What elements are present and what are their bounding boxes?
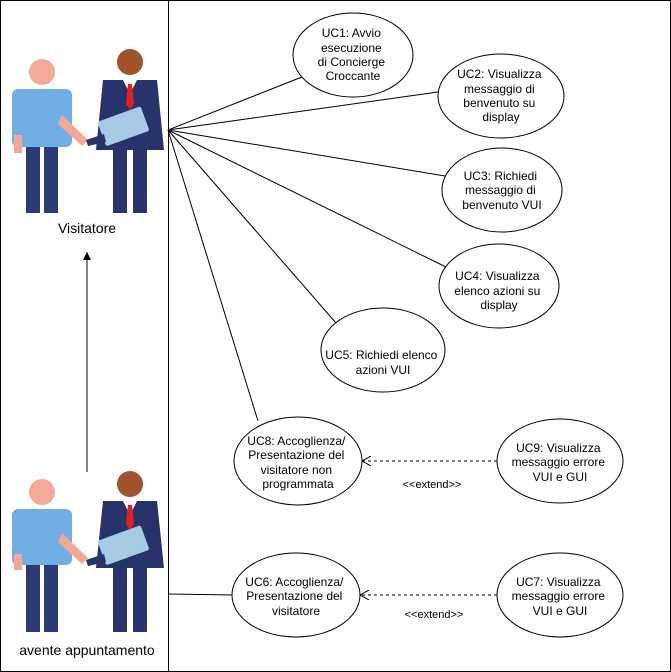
use-case-uc8[interactable] — [233, 416, 363, 506]
extend-label-2: <<extend>> — [405, 609, 464, 621]
use-case-uc8-label: UC8: Accoglienza/ Presentazione del visi… — [247, 434, 348, 491]
use-case-uc1-label: UC1: Avvio esecuzione di Concierge Crocc… — [318, 26, 389, 83]
use-case-uc7[interactable] — [496, 552, 624, 638]
use-case-uc4[interactable] — [438, 243, 560, 329]
actor-avente-appuntamento[interactable]: avente appuntamento — [12, 471, 164, 658]
use-case-uc2[interactable] — [437, 53, 565, 139]
use-case-uc6[interactable] — [231, 552, 361, 638]
extend-label-1: <<extend>> — [403, 479, 462, 491]
actor-visitatore[interactable]: Visitatore — [12, 49, 164, 236]
use-case-uc5-label: UC5: Richiedi elenco azioni VUI — [325, 348, 440, 377]
use-case-uc4-label: UC4: Visualizza elenco azioni su display — [454, 269, 543, 312]
use-case-uc9[interactable] — [496, 418, 624, 504]
use-case-uc2-label: UC2: Visualizza messaggio di benvenuto s… — [457, 67, 545, 124]
casual-person-icon — [12, 479, 88, 632]
use-case-uc1[interactable] — [292, 12, 414, 98]
use-case-uc3[interactable] — [441, 147, 563, 233]
use-case-uc6-label: UC6: Accoglienza/ Presentazione del visi… — [245, 575, 346, 618]
use-case-uc9-label: UC9: Visualizza messaggio errore VUI e G… — [512, 441, 609, 484]
business-person-icon — [86, 49, 164, 213]
use-case-uc5[interactable] — [320, 307, 446, 393]
business-person-icon — [86, 471, 164, 632]
actor-visitatore-label: Visitatore — [58, 220, 116, 236]
associations — [167, 72, 453, 596]
casual-person-icon — [12, 59, 88, 213]
use-case-uc7-label: UC7: Visualizza messaggio errore VUI e G… — [512, 575, 609, 618]
use-case-uc3-label: UC3: Richiedi messaggio di benvenuto VUI — [462, 169, 541, 212]
actor-avente-label: avente appuntamento — [19, 642, 155, 658]
